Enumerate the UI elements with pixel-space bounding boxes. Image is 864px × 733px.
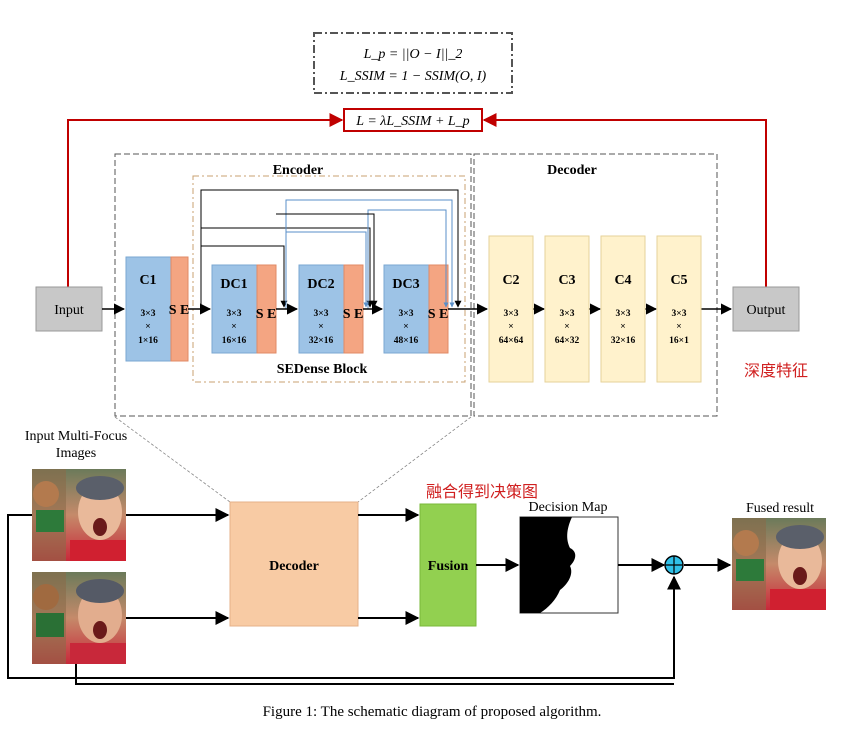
- c5-title: C5: [670, 273, 687, 288]
- decoder-title: Decoder: [547, 163, 597, 178]
- fused-result-image: [732, 518, 826, 610]
- c4-kernel: 3×3: [616, 309, 631, 319]
- dense-skip-connections: [200, 189, 462, 309]
- decision-map-image: [519, 516, 619, 614]
- encoder-title: Encoder: [273, 163, 324, 178]
- c3-times: ×: [564, 322, 569, 332]
- sum-node: [664, 555, 684, 575]
- fusion-block: [419, 503, 477, 627]
- c5-dims: 16×1: [669, 336, 689, 346]
- c2-block: [488, 235, 534, 383]
- pipeline-decoder-label: Decoder: [269, 559, 319, 574]
- c1-se-label: S E: [169, 303, 190, 318]
- figure-caption: Figure 1: The schematic diagram of propo…: [263, 704, 602, 720]
- loss-ssim-text: L_SSIM = 1 − SSIM(O, I): [339, 69, 487, 84]
- input-image-2: [32, 572, 126, 664]
- sedense-title: SEDense Block: [277, 362, 368, 377]
- input-label: Input: [54, 303, 84, 318]
- decoder-frame: [473, 153, 718, 417]
- loss-formula-box: [313, 32, 513, 94]
- dc3-block: [383, 264, 430, 354]
- total-loss-text: L = λL_SSIM + L_p: [355, 114, 469, 129]
- dc2-times: ×: [318, 322, 323, 332]
- c1-title: C1: [139, 273, 156, 288]
- c4-times: ×: [620, 322, 625, 332]
- c1-kernel: 3×3: [141, 309, 156, 319]
- c2-dims: 64×64: [499, 336, 524, 346]
- output-block: [732, 286, 800, 332]
- c5-times: ×: [676, 322, 681, 332]
- dc3-se-label: S E: [428, 307, 449, 322]
- dc1-kernel: 3×3: [227, 309, 242, 319]
- fused-result-label: Fused result: [746, 501, 814, 516]
- dc3-title: DC3: [392, 277, 419, 292]
- c4-dims: 32×16: [611, 336, 636, 346]
- dc1-times: ×: [231, 322, 236, 332]
- zoom-line-left: [114, 416, 231, 503]
- sedense-frame: [192, 175, 466, 383]
- dc2-dims: 32×16: [309, 336, 334, 346]
- c2-title: C2: [502, 273, 519, 288]
- c2-kernel: 3×3: [504, 309, 519, 319]
- dc2-block: [298, 264, 345, 354]
- c2-times: ×: [508, 322, 513, 332]
- encoder-frame: [114, 153, 472, 417]
- zoom-line-right: [357, 416, 472, 503]
- dc3-dims: 48×16: [394, 336, 419, 346]
- dc3-times: ×: [403, 322, 408, 332]
- input-to-loss-arrow: [67, 113, 344, 287]
- dc2-kernel: 3×3: [314, 309, 329, 319]
- c3-block: [544, 235, 590, 383]
- c1-block: [125, 256, 172, 362]
- dc2-title: DC2: [307, 277, 334, 292]
- loss-lp-text: L_p = ||O − I||_2: [363, 47, 463, 62]
- c3-title: C3: [558, 273, 575, 288]
- inputs-label-line2: Images: [56, 446, 96, 461]
- output-to-loss-arrow: [482, 113, 767, 287]
- c3-dims: 64×32: [555, 336, 580, 346]
- input-image-1: [32, 469, 126, 561]
- c3-kernel: 3×3: [560, 309, 575, 319]
- dc1-se-label: S E: [256, 307, 277, 322]
- fusion-label: Fusion: [428, 559, 469, 574]
- inputs-label-line1: Input Multi-Focus: [25, 429, 127, 444]
- dc2-se-label: S E: [343, 307, 364, 322]
- c5-block: [656, 235, 702, 383]
- pipeline-decoder-block: [229, 501, 359, 627]
- input-block: [35, 286, 103, 332]
- fusion-decision-annotation: 融合得到决策图: [426, 482, 538, 501]
- c5-kernel: 3×3: [672, 309, 687, 319]
- dc3-kernel: 3×3: [399, 309, 414, 319]
- total-loss-box: [343, 108, 483, 132]
- c1-dims: 1×16: [138, 336, 158, 346]
- deep-features-annotation: 深度特征: [744, 361, 808, 380]
- dc1-block: [211, 264, 258, 354]
- c4-title: C4: [614, 273, 631, 288]
- c4-block: [600, 235, 646, 383]
- dc1-title: DC1: [220, 277, 247, 292]
- decision-map-label: Decision Map: [529, 500, 608, 515]
- dc1-dims: 16×16: [222, 336, 247, 346]
- c1-times: ×: [145, 322, 150, 332]
- pipeline-arrows: [7, 508, 732, 685]
- output-label: Output: [747, 303, 786, 318]
